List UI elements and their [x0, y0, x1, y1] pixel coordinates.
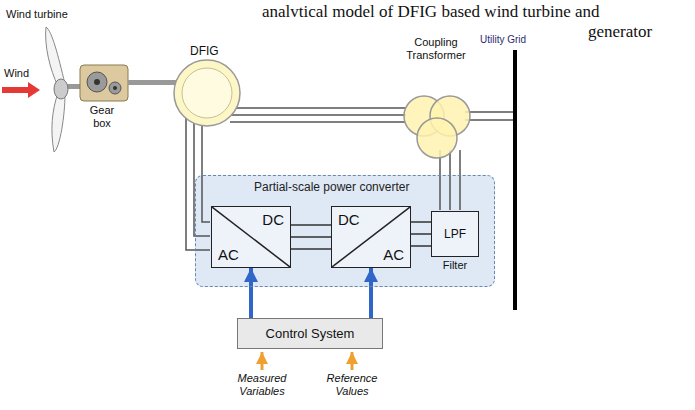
node-label: Filter	[443, 259, 467, 271]
grid-wires	[465, 112, 515, 120]
node-label: AC	[383, 246, 404, 263]
signal-name: Measured Variables	[229, 372, 295, 398]
part-name: DFIG	[190, 44, 219, 58]
caption-fragment: generator	[588, 22, 652, 42]
utility-grid-bus	[513, 50, 517, 310]
part-name: Utility Grid	[480, 34, 526, 46]
converter-group: Partial-scale power converterAC DC DC AC LPF…	[195, 175, 495, 287]
part-name: Wind turbine	[6, 8, 68, 21]
input-arrows	[262, 352, 352, 370]
caption-fragment: analvtical model of DFIG based wind turb…	[262, 2, 600, 22]
control-arrow	[369, 268, 373, 318]
dfig-machine	[174, 60, 240, 126]
node-label: Control System	[256, 326, 364, 341]
rotor-wires	[186, 115, 210, 250]
coupling-transformer	[404, 96, 470, 158]
filter-outline: LPF	[431, 211, 479, 257]
shaft	[128, 80, 178, 85]
node-label: DC	[262, 211, 284, 228]
filter-box: LPF Filter	[431, 211, 479, 271]
wind-turbine	[46, 27, 82, 152]
signal-name: Reference Values	[319, 372, 385, 398]
part-name: Wind	[4, 67, 29, 80]
part-name: Coupling Transformer	[398, 36, 474, 62]
gear-box	[80, 65, 128, 101]
stator-wires	[230, 108, 406, 122]
node-label: Partial-scale power converter	[254, 180, 494, 194]
filter-wires	[440, 150, 460, 210]
node-label: DC	[338, 211, 360, 228]
part-name: Gear box	[82, 104, 122, 130]
bus-connector	[291, 225, 331, 249]
control-box: Control System	[237, 318, 383, 349]
control-arrow	[249, 268, 253, 318]
bus-connector	[411, 222, 431, 246]
node-label: LPF	[444, 227, 466, 241]
wind-arrow	[2, 82, 40, 98]
converter-box: AC DC	[211, 206, 291, 268]
converter-box: DC AC	[331, 206, 411, 268]
node-label: AC	[218, 246, 239, 263]
